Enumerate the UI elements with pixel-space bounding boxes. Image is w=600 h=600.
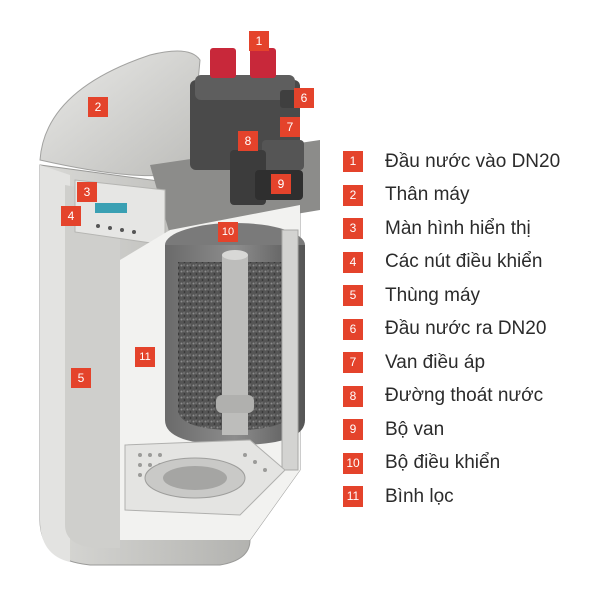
callout-9: 9 (271, 174, 291, 194)
cabinet-front-panel (65, 185, 120, 548)
brine-well (282, 230, 298, 470)
legend-label: Các nút điều khiển (385, 251, 542, 273)
legend-label: Đầu nước vào DN20 (385, 151, 560, 173)
legend-number-badge: 3 (343, 218, 363, 239)
brine-basin-inner (163, 466, 227, 490)
callout-10: 10 (218, 222, 238, 242)
legend-item: 3 Màn hình hiển thị (343, 212, 560, 246)
legend-label: Màn hình hiển thị (385, 218, 531, 240)
button-dot (96, 224, 100, 228)
callout-1: 1 (249, 31, 269, 51)
legend-number-badge: 11 (343, 486, 363, 507)
legend-item: 4 Các nút điều khiển (343, 246, 560, 280)
display-screen (95, 203, 127, 213)
legend-item: 5 Thùng máy (343, 279, 560, 313)
legend-item: 11 Bình lọc (343, 480, 560, 514)
distributor-tube-mid (216, 395, 254, 413)
legend-number-badge: 7 (343, 352, 363, 373)
legend-label: Van điều áp (385, 352, 485, 374)
legend-label: Bình lọc (385, 486, 454, 508)
inlet-connector-left (210, 48, 236, 78)
lid (40, 51, 200, 176)
callout-4: 4 (61, 206, 81, 226)
legend-item: 7 Van điều áp (343, 346, 560, 380)
legend-number-badge: 10 (343, 453, 363, 474)
button-dot (108, 226, 112, 230)
legend-item: 1 Đầu nước vào DN20 (343, 145, 560, 179)
button-dot (132, 230, 136, 234)
legend-item: 9 Bộ van (343, 413, 560, 447)
legend-item: 2 Thân máy (343, 179, 560, 213)
callout-2: 2 (88, 97, 108, 117)
legend-number-badge: 5 (343, 285, 363, 306)
legend-number-badge: 2 (343, 185, 363, 206)
distributor-tube-top (222, 250, 248, 260)
callout-6: 6 (294, 88, 314, 108)
callout-8: 8 (238, 131, 258, 151)
legend-item: 8 Đường thoát nước (343, 380, 560, 414)
legend-item: 10 Bộ điều khiển (343, 447, 560, 481)
legend-number-badge: 8 (343, 386, 363, 407)
legend-number-badge: 9 (343, 419, 363, 440)
legend-label: Thân máy (385, 184, 469, 206)
callout-3: 3 (77, 182, 97, 202)
callout-5: 5 (71, 368, 91, 388)
inlet-connector-right (250, 48, 276, 78)
legend-item: 6 Đầu nước ra DN20 (343, 313, 560, 347)
legend-label: Thùng máy (385, 285, 480, 307)
legend-number-badge: 6 (343, 319, 363, 340)
legend-number-badge: 4 (343, 252, 363, 273)
callout-11: 11 (135, 347, 155, 367)
legend-number-badge: 1 (343, 151, 363, 172)
legend-label: Bộ điều khiển (385, 452, 500, 474)
button-dot (120, 228, 124, 232)
legend-label: Bộ van (385, 419, 444, 441)
legend: 1 Đầu nước vào DN20 2 Thân máy 3 Màn hình hiể… (343, 145, 560, 514)
legend-label: Đầu nước ra DN20 (385, 318, 546, 340)
callout-7: 7 (280, 117, 300, 137)
legend-label: Đường thoát nước (385, 385, 543, 407)
pressure-valve (262, 140, 304, 170)
